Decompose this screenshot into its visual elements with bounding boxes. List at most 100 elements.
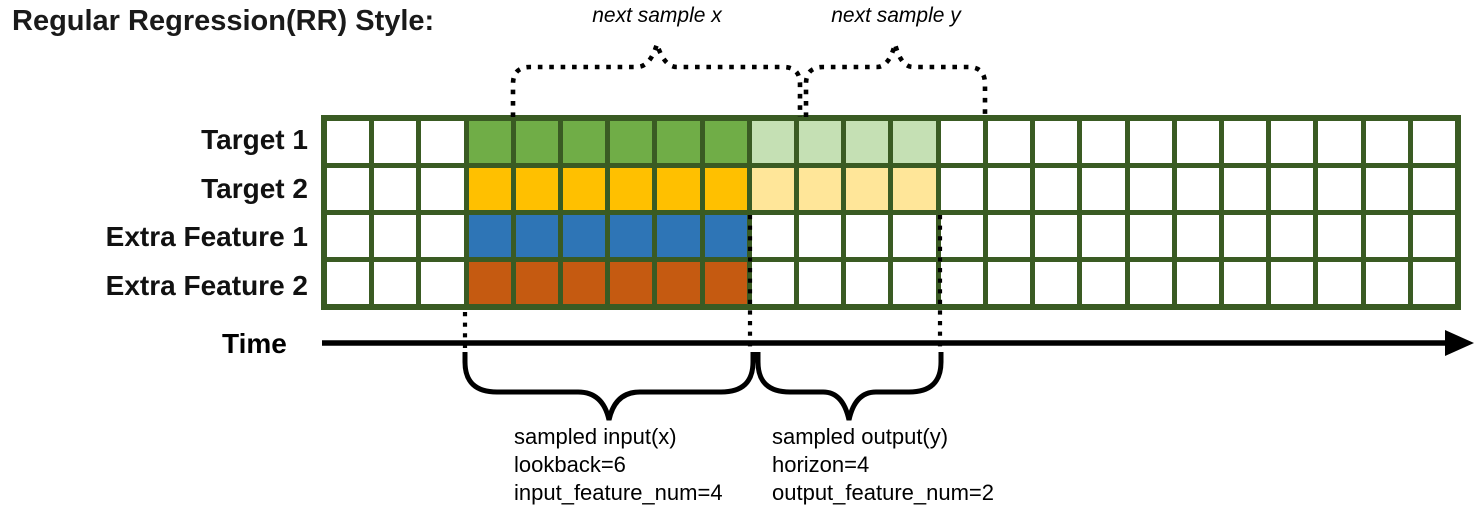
grid-cell <box>1129 262 1172 304</box>
grid-cell <box>987 121 1031 163</box>
grid-cell <box>468 168 511 210</box>
grid-cell <box>893 168 936 210</box>
grid-cell <box>610 168 653 210</box>
grid-cell <box>421 262 464 304</box>
grid-cell <box>327 168 370 210</box>
grid-cell <box>799 121 842 163</box>
grid-cell <box>1176 121 1219 163</box>
grid-cell <box>893 215 936 257</box>
sampled-input-annotation: sampled input(x) lookback=6 input_featur… <box>514 423 723 507</box>
grid-cell <box>893 262 936 304</box>
grid-cell <box>468 215 511 257</box>
grid-cell <box>610 215 653 257</box>
grid-cell <box>1271 168 1314 210</box>
grid-cell <box>327 215 370 257</box>
grid-cell <box>1412 262 1455 304</box>
grid-cell <box>468 121 511 163</box>
grid-cell <box>327 262 370 304</box>
grid-cell <box>421 215 464 257</box>
grid-cell <box>987 215 1031 257</box>
lookback-value: lookback=6 <box>514 452 626 477</box>
grid-cell <box>1365 168 1408 210</box>
grid-cell <box>1318 168 1361 210</box>
row-label-extra-feature-2: Extra Feature 2 <box>105 270 308 301</box>
grid-cell <box>799 215 842 257</box>
grid-cell <box>657 121 700 163</box>
grid-cell <box>657 215 700 257</box>
grid-cell <box>515 215 559 257</box>
grid-cell <box>1176 215 1219 257</box>
grid-cell <box>563 121 606 163</box>
grid-cell <box>515 121 559 163</box>
grid-cell <box>751 121 795 163</box>
grid-cell <box>751 262 795 304</box>
grid-cell <box>657 262 700 304</box>
grid-cell <box>893 121 936 163</box>
row-label-target-2: Target 2 <box>201 173 308 204</box>
grid-cell <box>1082 121 1125 163</box>
grid-cell <box>468 262 511 304</box>
sampled-output-title: sampled output(y) <box>772 424 949 449</box>
grid-cell <box>1176 168 1219 210</box>
grid-cell <box>1129 168 1172 210</box>
grid-cell <box>1082 215 1125 257</box>
grid-cell <box>610 121 653 163</box>
grid-cell <box>940 215 983 257</box>
grid-cell <box>704 121 747 163</box>
next-sample-x-brace <box>510 36 803 117</box>
grid-cell <box>374 121 417 163</box>
next-sample-y-label: next sample y <box>831 4 961 27</box>
grid-cell <box>987 262 1031 304</box>
grid-cell <box>987 168 1031 210</box>
grid-cell <box>1035 168 1078 210</box>
grid-cell <box>1223 168 1267 210</box>
grid-cell <box>846 262 889 304</box>
grid-cell <box>563 168 606 210</box>
grid-cell <box>1365 121 1408 163</box>
output-feature-num-value: output_feature_num=2 <box>772 480 995 505</box>
grid-cell <box>421 121 464 163</box>
sample-grid <box>321 115 1461 310</box>
grid-cell <box>940 121 983 163</box>
grid-cell <box>1412 121 1455 163</box>
grid-cell <box>846 121 889 163</box>
grid-cell <box>751 215 795 257</box>
row-label-extra-feature-1: Extra Feature 1 <box>105 221 308 252</box>
grid-cell <box>327 121 370 163</box>
grid-cell <box>1365 262 1408 304</box>
grid-cell <box>799 168 842 210</box>
grid-cell <box>563 215 606 257</box>
grid-cell <box>1271 121 1314 163</box>
sampled-input-title: sampled input(x) <box>514 424 677 449</box>
grid-cell <box>1176 262 1219 304</box>
time-arrow-head <box>1445 330 1474 356</box>
grid-cell <box>563 262 606 304</box>
grid-cell <box>846 168 889 210</box>
grid-cell <box>1271 215 1314 257</box>
grid-cell <box>374 168 417 210</box>
grid-cell <box>1412 215 1455 257</box>
grid-cell <box>515 168 559 210</box>
grid-cell <box>846 215 889 257</box>
input-feature-num-value: input_feature_num=4 <box>514 480 723 505</box>
sampled-output-brace <box>755 352 944 421</box>
grid-cell <box>1223 262 1267 304</box>
next-sample-y-brace <box>803 34 988 117</box>
grid-cell <box>704 262 747 304</box>
grid-cell <box>1318 215 1361 257</box>
grid-cell <box>940 168 983 210</box>
grid-cell <box>1129 215 1172 257</box>
grid-cell <box>515 262 559 304</box>
sampled-input-brace <box>462 352 756 421</box>
sampled-output-annotation: sampled output(y) horizon=4 output_featu… <box>772 423 994 507</box>
grid-cell <box>1129 121 1172 163</box>
grid-cell <box>940 262 983 304</box>
grid-cell <box>374 215 417 257</box>
grid-cell <box>751 168 795 210</box>
horizon-value: horizon=4 <box>772 452 870 477</box>
grid-cell <box>657 168 700 210</box>
grid-cell <box>799 262 842 304</box>
grid-cell <box>1035 215 1078 257</box>
grid-cell <box>1082 168 1125 210</box>
